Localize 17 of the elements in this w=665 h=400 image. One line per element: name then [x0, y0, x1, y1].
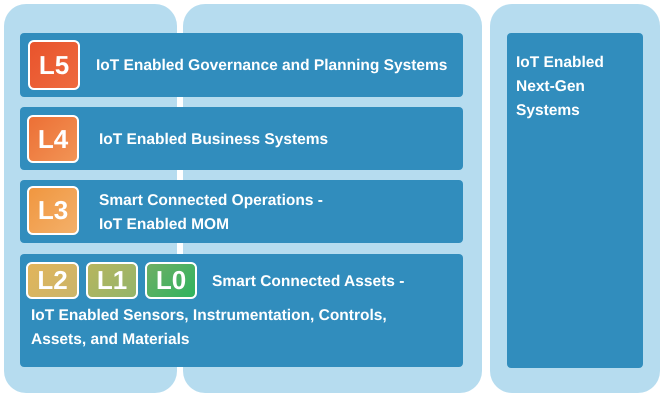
level-badge: L4: [27, 115, 79, 163]
layer-label: IoT Enabled Next-Gen Systems: [516, 53, 605, 121]
layer-bar: [20, 33, 463, 97]
layer-label: Smart Connected Assets -: [212, 272, 406, 292]
layer-label: IoT Enabled Business Systems: [99, 130, 330, 150]
layer-bar: [20, 180, 463, 243]
layer-label: IoT Enabled Sensors, Instrumentation, Controls, Assets, and Materials: [31, 306, 388, 350]
layer-label: Smart Connected Operations - IoT Enabled MOM: [99, 191, 324, 235]
level-badge: L2: [26, 262, 79, 299]
level-badge: L5: [28, 40, 80, 90]
layer-bar: [20, 254, 463, 367]
level-badge: L0: [145, 262, 197, 299]
side-panel: [507, 33, 643, 368]
layer-bar: [20, 107, 463, 170]
layer-label: IoT Enabled Governance and Planning Systems: [96, 56, 448, 76]
level-badge: L3: [27, 186, 79, 235]
level-badge: L1: [86, 262, 138, 299]
